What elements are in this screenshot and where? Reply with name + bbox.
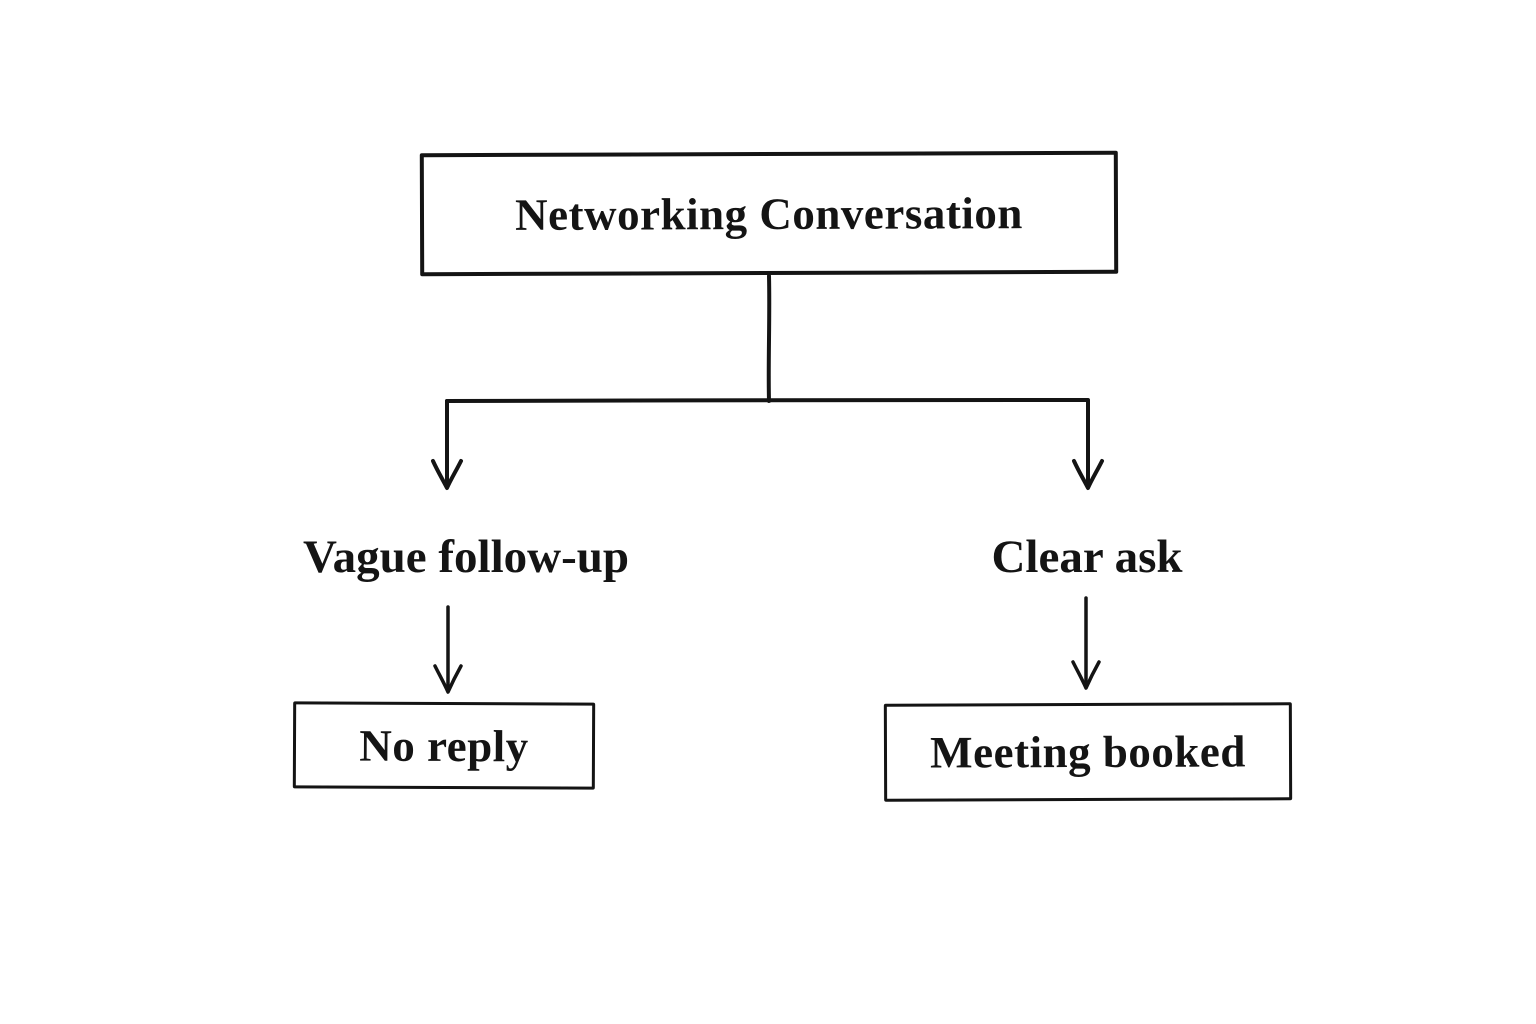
node-meeting-booked: Meeting booked — [883, 702, 1293, 802]
arrow-down-icon — [431, 459, 463, 490]
node-clear-ask: Clear ask — [991, 531, 1183, 583]
node-label: Meeting booked — [930, 726, 1246, 778]
node-no-reply: No reply — [292, 701, 596, 790]
connector-root-stem — [766, 274, 772, 403]
arrow-down-icon — [433, 664, 463, 694]
node-label: No reply — [359, 720, 529, 771]
node-networking-conversation: Networking Conversation — [419, 150, 1119, 277]
node-vague-follow-up: Vague follow-up — [302, 531, 630, 583]
connector-split-bar — [445, 398, 1090, 403]
node-label: Networking Conversation — [515, 187, 1023, 240]
arrow-down-icon — [1071, 660, 1101, 690]
arrow-down-icon — [1072, 459, 1104, 490]
